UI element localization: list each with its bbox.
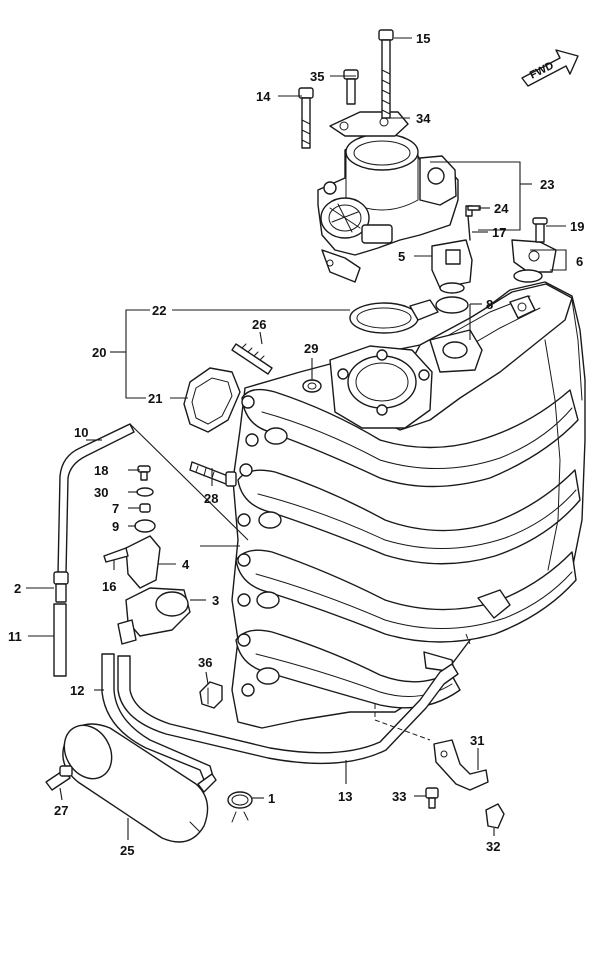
intake-manifold (231, 281, 586, 729)
callout-25: 25 (120, 843, 134, 858)
callout-15: 15 (416, 31, 430, 46)
callout-19: 19 (570, 219, 584, 234)
bracket-bolt (103, 547, 129, 563)
bracket-bolt-lower (425, 787, 439, 809)
hose-joint (53, 571, 69, 603)
small-screws (465, 205, 481, 241)
leader-lines (26, 37, 567, 840)
charcoal-canister (62, 723, 217, 843)
callout-9: 9 (112, 519, 119, 534)
callout-4: 4 (182, 557, 190, 572)
callout-30: 30 (94, 485, 108, 500)
callout-24: 24 (494, 201, 509, 216)
callout-32: 32 (486, 839, 500, 854)
vacuum-solenoid (117, 587, 191, 645)
callout-18: 18 (94, 463, 108, 478)
manifold-bolt (189, 461, 237, 487)
callout-36: 36 (198, 655, 212, 670)
manifold-port-gasket (183, 367, 241, 433)
callout-34: 34 (416, 111, 431, 126)
callout-5: 5 (398, 249, 405, 264)
canister-bolt (45, 765, 73, 791)
vacuum-hose-lower (53, 603, 67, 677)
throttle-bolts (298, 29, 394, 149)
callout-labels: 1 2 3 4 5 6 7 8 9 10 11 12 13 14 15 16 1… (8, 31, 584, 858)
callout-16: 16 (102, 579, 116, 594)
reference-line (374, 704, 431, 741)
callout-26: 26 (252, 317, 266, 332)
purge-hose (117, 655, 459, 765)
callout-6: 6 (576, 254, 583, 269)
callout-10: 10 (74, 425, 88, 440)
callout-23: 23 (540, 177, 554, 192)
callout-21: 21 (148, 391, 162, 406)
throttle-manifold-gasket (349, 299, 439, 334)
throttle-gasket (329, 111, 409, 137)
callout-11: 11 (8, 629, 22, 644)
fwd-arrow-icon: FWD (521, 49, 579, 87)
hose-clamp (227, 791, 253, 823)
callout-27: 27 (54, 803, 68, 818)
callout-1: 1 (268, 791, 275, 806)
callout-17: 17 (492, 225, 506, 240)
callout-22: 22 (152, 303, 166, 318)
map-sensor (431, 239, 473, 294)
hose-bracket (433, 739, 489, 791)
callout-33: 33 (392, 789, 406, 804)
reference-line-2 (465, 633, 471, 645)
callout-20: 20 (92, 345, 106, 360)
temperature-sensor (511, 217, 557, 273)
screw-washer-collar (134, 465, 156, 533)
hose-clip-lower (485, 803, 505, 829)
callout-29: 29 (304, 341, 318, 356)
callout-14: 14 (256, 89, 271, 104)
callout-8: 8 (486, 297, 493, 312)
bracket (125, 535, 161, 589)
callout-3: 3 (212, 593, 219, 608)
callout-13: 13 (338, 789, 352, 804)
vacuum-hose-upper (57, 423, 135, 575)
callout-35: 35 (310, 69, 324, 84)
hose-clip (199, 681, 223, 709)
callout-28: 28 (204, 491, 218, 506)
o-rings (435, 269, 543, 314)
callout-7: 7 (112, 501, 119, 516)
callout-31: 31 (470, 733, 484, 748)
callout-2: 2 (14, 581, 21, 596)
callout-12: 12 (70, 683, 84, 698)
throttle-body (317, 111, 459, 283)
